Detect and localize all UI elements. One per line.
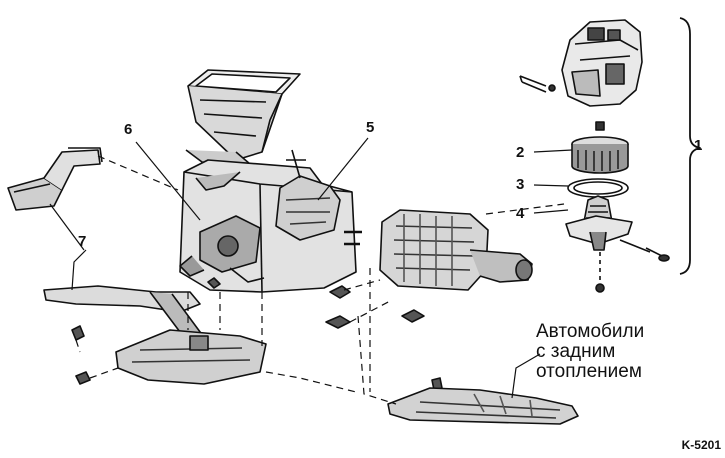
callout-5: 5 (366, 119, 375, 136)
floor-distribution-base (115, 329, 267, 385)
callout-6: 6 (124, 121, 133, 138)
callout-1: 1 (694, 137, 703, 154)
group-brace (679, 17, 701, 275)
note-line-2: с задним (536, 341, 616, 362)
assembly-lines (75, 155, 565, 405)
air-inlet-duct (185, 69, 301, 165)
heater-core (379, 209, 533, 291)
callout-4: 4 (516, 205, 525, 222)
blower-motor (565, 195, 670, 293)
note-line-3: отоплением (536, 361, 642, 382)
callout-2: 2 (516, 144, 525, 161)
note-line-1: Автомобили (536, 321, 645, 342)
callout-leaders (49, 137, 573, 399)
rear-heating-note: Автомобили с задним отоплением (536, 322, 644, 382)
callout-3: 3 (516, 176, 525, 193)
fasteners (71, 277, 443, 391)
figure-code: K-5201 (681, 438, 721, 452)
heater-box (179, 149, 362, 293)
fan-wheel (571, 121, 629, 174)
rear-heater-duct (387, 387, 579, 425)
left-outlet-duct (7, 147, 103, 211)
callout-7: 7 (78, 233, 87, 250)
blower-housing (519, 19, 643, 107)
